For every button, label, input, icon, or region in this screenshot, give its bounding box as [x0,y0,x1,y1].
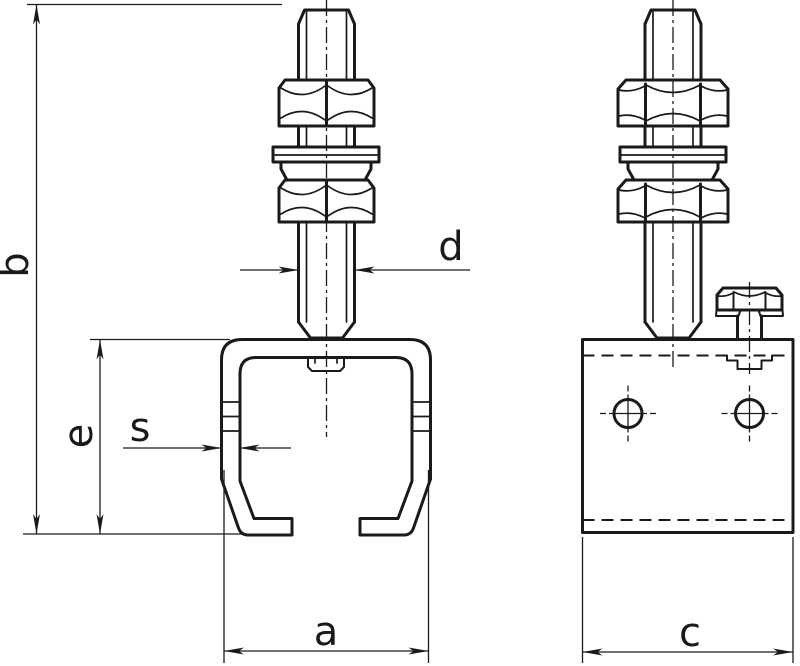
bolt-flange [715,309,784,317]
bolt-slot-detail [726,354,773,370]
side-view-threaded-rod [643,8,703,340]
front-view-channel-bracket [220,338,432,537]
side-view-holes [600,385,778,442]
hole-right-crosshair [721,385,778,442]
front-view-lower-nut [277,178,376,224]
side-view-plate [581,338,795,534]
side-view-washer [618,145,728,164]
side-view-upper-nut [616,78,730,128]
dimension-d: d [240,224,470,274]
front-view [220,0,432,537]
channel-wall-ribs [220,401,432,432]
dimension-label-e: e [56,424,102,449]
dimension-label-c: c [679,610,701,656]
side-view-clamp-bolt [715,282,784,374]
dimension-c: c [581,537,794,663]
side-view-lower-nut [616,178,730,224]
front-view-washer [271,145,381,164]
hole-left-crosshair [600,385,656,442]
dimension-label-a: a [314,609,339,655]
front-view-upper-nut [277,78,376,128]
dimension-label-s: s [130,405,151,451]
bolt-shank [736,314,763,341]
thread-minor-lines [305,9,348,323]
thread-minor-lines [652,9,694,323]
dimension-b: b [0,3,282,535]
side-view [581,0,795,534]
captive-nut-boss [307,356,345,372]
side-view-spacer [626,160,720,182]
front-view-spacer [279,160,373,182]
dimension-e: e [56,338,230,534]
dimension-a: a [223,470,430,663]
dimension-label-d: d [438,224,463,270]
dimension-label-b: b [0,252,38,277]
dimension-s: s [123,405,291,452]
